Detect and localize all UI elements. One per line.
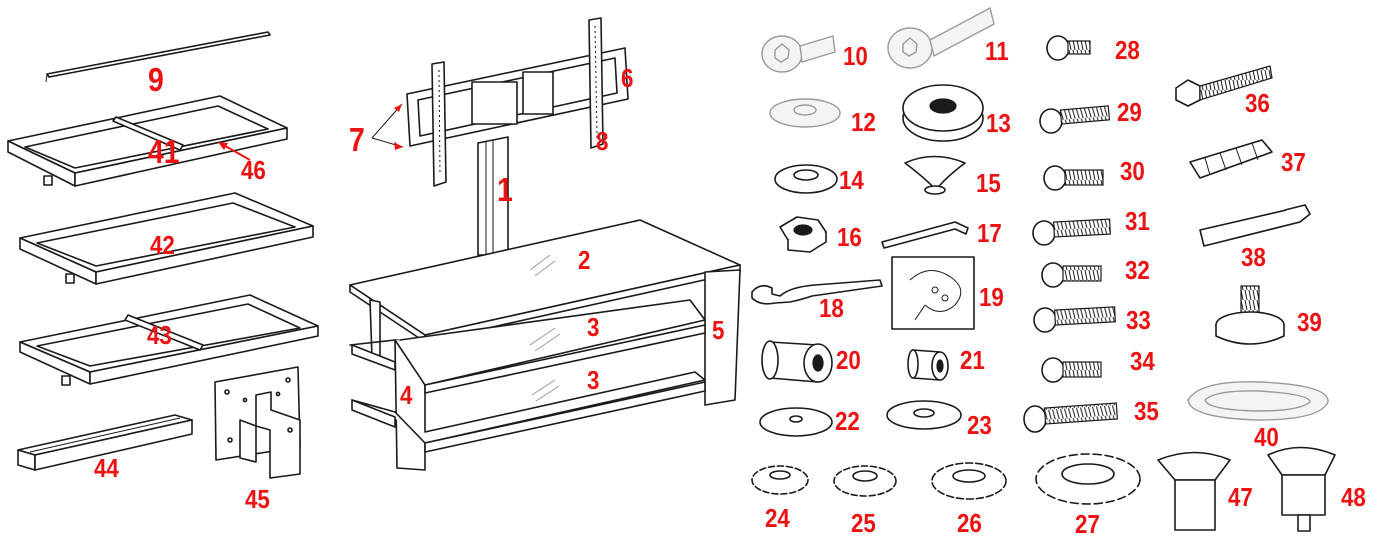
callout-22: 22 [835, 406, 860, 436]
nut-part-16 [779, 216, 827, 253]
callout-16: 16 [837, 222, 862, 252]
shelf-frame-part-41 [7, 95, 288, 187]
shelf-frame-part-43 [19, 294, 319, 386]
grommet-part-40 [1187, 381, 1329, 421]
screw-part-28 [1046, 35, 1091, 61]
callout-33: 33 [1126, 305, 1151, 335]
cap-part-48 [1267, 446, 1336, 532]
screw-part-32 [1041, 262, 1102, 288]
callout-46: 46 [241, 155, 266, 185]
bolt-part-10 [761, 35, 836, 73]
screw-part-35 [1023, 402, 1119, 433]
screw-part-34 [1041, 357, 1102, 383]
callout-45: 45 [245, 484, 270, 514]
screw-part-31 [1032, 218, 1111, 246]
callout-39: 39 [1297, 307, 1322, 337]
callout-2: 2 [578, 245, 591, 275]
cap-part-47 [1157, 451, 1231, 531]
washer-part-22 [759, 407, 833, 437]
callout-17: 17 [977, 218, 1002, 248]
tv-mount-assembly [371, 17, 629, 256]
spacer-part-21 [907, 349, 949, 381]
leveler-foot-part-39 [1215, 285, 1285, 345]
callout-9: 9 [148, 61, 164, 98]
callout-15: 15 [976, 168, 1001, 198]
cap-part-15 [904, 155, 966, 195]
bit-part-38 [1199, 204, 1311, 247]
cable-kit-part-19 [891, 256, 975, 330]
callout-23: 23 [967, 410, 992, 440]
callout-6: 6 [621, 63, 634, 93]
callout-20: 20 [836, 345, 861, 375]
bracket-part-45 [214, 366, 301, 479]
washer-part-12 [769, 98, 841, 128]
channel-part-44 [17, 414, 193, 471]
callout-48: 48 [1341, 482, 1366, 512]
callout-44: 44 [94, 453, 119, 483]
washer-part-23 [886, 400, 962, 430]
callout-7: 7 [349, 121, 365, 158]
tv-stand-assembly [349, 219, 741, 471]
anchor-part-37 [1189, 139, 1273, 179]
callout-5: 5 [712, 315, 725, 345]
callout-13: 13 [986, 108, 1011, 138]
shelf-frame-part-42 [19, 192, 314, 285]
callout-1: 1 [497, 171, 513, 208]
callout-11: 11 [985, 36, 1009, 66]
star-washer-part-25 [833, 465, 897, 497]
callout-34: 34 [1130, 346, 1155, 376]
callout-38: 38 [1241, 242, 1266, 272]
callout-35: 35 [1134, 396, 1159, 426]
spacer-part-20 [761, 340, 833, 383]
callout-26: 26 [957, 508, 982, 538]
callout-10: 10 [843, 41, 868, 71]
callout-3-lower: 3 [587, 365, 600, 395]
callout-27: 27 [1075, 509, 1100, 539]
star-washer-part-27 [1035, 453, 1141, 505]
star-washer-part-26 [931, 462, 1007, 500]
callout-21: 21 [960, 345, 985, 375]
callout-8: 8 [596, 126, 609, 156]
callout-37: 37 [1281, 147, 1306, 177]
callout-29: 29 [1117, 97, 1142, 127]
callout-32: 32 [1125, 255, 1150, 285]
screw-part-33 [1033, 306, 1116, 333]
callout-18: 18 [819, 293, 844, 323]
callout-31: 31 [1125, 206, 1150, 236]
star-washer-part-24 [751, 465, 809, 495]
rod-part-9 [45, 31, 271, 83]
lock-washer-part-14 [774, 164, 838, 194]
callout-30: 30 [1120, 156, 1145, 186]
callout-24: 24 [765, 503, 790, 533]
callout-12: 12 [851, 107, 876, 137]
callout-47: 47 [1228, 482, 1253, 512]
callout-28: 28 [1115, 35, 1140, 65]
lag-bolt-part-36 [1175, 65, 1273, 107]
callout-3-upper: 3 [587, 312, 600, 342]
hex-key-part-17 [881, 221, 969, 249]
screw-part-29 [1039, 105, 1111, 134]
callout-43: 43 [147, 320, 172, 350]
callout-4: 4 [400, 380, 413, 410]
bolt-part-11 [887, 6, 995, 69]
callout-41: 41 [148, 133, 180, 170]
wrench-part-18 [751, 279, 883, 305]
callout-14: 14 [839, 165, 864, 195]
callout-25: 25 [851, 508, 876, 538]
washer-part-13 [902, 84, 984, 142]
callout-36: 36 [1245, 88, 1270, 118]
callout-19: 19 [979, 282, 1004, 312]
callout-42: 42 [150, 230, 175, 260]
callout-40: 40 [1254, 422, 1279, 452]
screw-part-30 [1043, 165, 1104, 191]
